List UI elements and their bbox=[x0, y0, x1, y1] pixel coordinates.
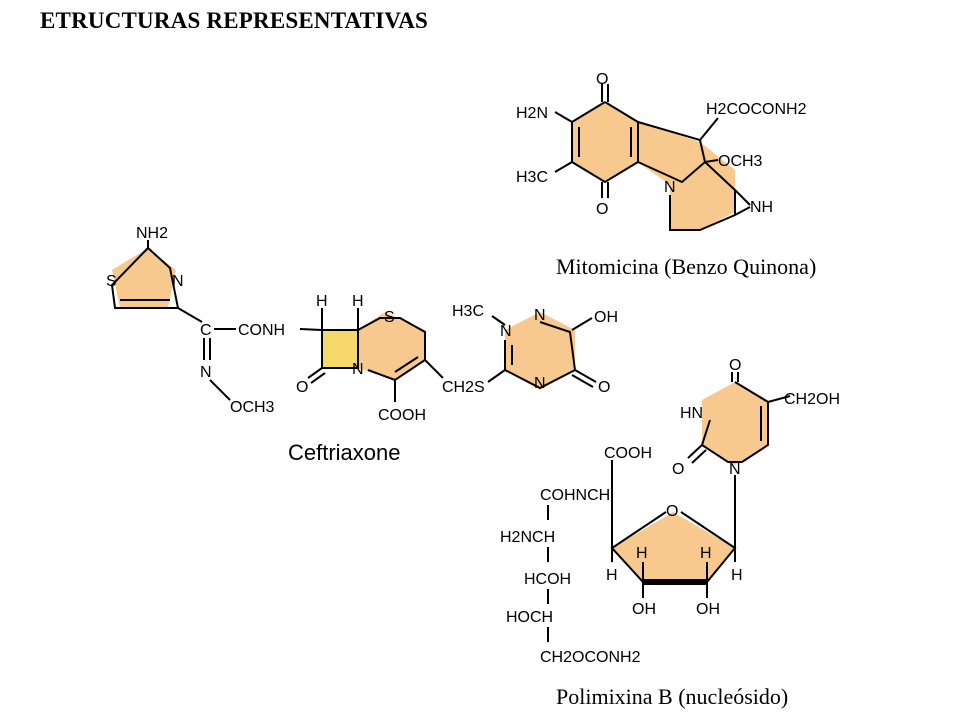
ceft-n-oxime: N bbox=[200, 364, 212, 381]
poli-o-top: O bbox=[729, 357, 741, 374]
polimixina-caption: Polimixina B (nucleósido) bbox=[556, 684, 789, 709]
ceft-h2: H bbox=[352, 293, 364, 310]
ceft-n-ring: N bbox=[352, 361, 364, 378]
mito-och3: OCH3 bbox=[718, 153, 763, 170]
poli-cohnch: COHNCH bbox=[540, 487, 610, 504]
mito-quinone-ring-fill bbox=[572, 102, 638, 182]
ceft-amide-bond bbox=[299, 328, 323, 331]
ceft-s-thiazole: S bbox=[106, 273, 117, 290]
ceft-oh: OH bbox=[594, 309, 618, 326]
mitomicina-caption: Mitomicina (Benzo Quinona) bbox=[556, 254, 817, 279]
ceft-o-lactam: O bbox=[296, 379, 308, 396]
poli-ch2oconh2: CH2OCONH2 bbox=[540, 649, 641, 666]
ceft-n-t1: N bbox=[500, 323, 512, 340]
poli-n: N bbox=[729, 461, 741, 478]
mito-aziridine-bond bbox=[734, 189, 751, 206]
ceftriaxone-caption: Ceftriaxone bbox=[288, 440, 401, 465]
poli-ch2oh-bond bbox=[767, 395, 791, 403]
poli-hoch: HOCH bbox=[506, 609, 553, 626]
poli-h-b: H bbox=[700, 545, 712, 562]
page-title: ETRUCTURAS REPRESENTATIVAS bbox=[40, 8, 428, 33]
ceft-carbonyl bbox=[310, 372, 326, 384]
ceft-thiazine-double bbox=[394, 356, 419, 373]
mito-side-bond bbox=[699, 117, 719, 141]
ceft-triazine-bonds bbox=[504, 321, 577, 390]
ceft-carbonyl bbox=[307, 367, 323, 379]
poli-hcoh: HCOH bbox=[524, 571, 571, 588]
ceft-s-triazine-bond bbox=[487, 369, 506, 383]
mito-o-top: O bbox=[596, 71, 608, 88]
ceft-n-o-bond bbox=[209, 379, 231, 401]
poli-cooh: COOH bbox=[604, 445, 652, 462]
ceft-n-t3: N bbox=[534, 375, 546, 392]
ceft-h1: H bbox=[316, 293, 328, 310]
ceft-thiazole-ring-fill bbox=[112, 248, 176, 308]
poli-oh1: OH bbox=[632, 601, 656, 618]
mito-methyl-bond bbox=[554, 161, 573, 173]
mito-n: N bbox=[664, 179, 676, 196]
poli-pyrimidine-fill bbox=[702, 382, 768, 465]
poli-oh2: OH bbox=[696, 601, 720, 618]
ceft-n-t2: N bbox=[534, 307, 546, 324]
ceft-ch2s-bond bbox=[424, 359, 444, 379]
mito-nh: NH bbox=[750, 199, 773, 216]
ceft-och3: OCH3 bbox=[230, 399, 275, 416]
ceft-beta-lactam-fill bbox=[322, 330, 358, 368]
ceft-thiazole-bonds bbox=[110, 247, 180, 309]
mito-aziridine-bond bbox=[734, 206, 751, 216]
mito-pyrrolidine-ring-fill bbox=[670, 142, 735, 230]
mito-h3c: H3C bbox=[516, 169, 548, 186]
ceft-conh: CONH bbox=[238, 322, 285, 339]
ceft-methyl-bond bbox=[491, 315, 506, 326]
mito-side-chain: H2COCONH2 bbox=[706, 101, 807, 118]
ceft-s-ring: S bbox=[384, 309, 395, 326]
ceft-co-bond bbox=[571, 374, 594, 388]
ceft-triazine-fill bbox=[505, 312, 575, 390]
ceft-o-triazine: O bbox=[598, 379, 610, 396]
ceft-h3c: H3C bbox=[452, 303, 484, 320]
poli-o-left-bond bbox=[687, 444, 703, 459]
poli-o-ring: O bbox=[666, 503, 678, 520]
poli-h2nch: H2NCH bbox=[500, 529, 555, 546]
poli-h-c: H bbox=[606, 567, 618, 584]
poli-h-a: H bbox=[636, 545, 648, 562]
ceft-co-bond bbox=[574, 369, 597, 383]
ceft-ch2s: CH2S bbox=[442, 379, 485, 396]
ceft-thz-to-c bbox=[177, 307, 203, 323]
ceft-c: C bbox=[200, 322, 212, 339]
poli-o-left-bond bbox=[691, 449, 707, 464]
mito-pyrrolidine-bonds bbox=[669, 161, 736, 231]
mito-h2n: H2N bbox=[516, 105, 548, 122]
ceft-lactam-bonds bbox=[321, 329, 359, 369]
ceft-n-thiazole: N bbox=[172, 273, 184, 290]
poli-o-left: O bbox=[672, 461, 684, 478]
poli-hn: HN bbox=[680, 405, 703, 422]
ceft-cooh: COOH bbox=[378, 407, 426, 424]
mito-o-bottom: O bbox=[596, 201, 608, 218]
mito-amine-bond bbox=[554, 111, 573, 123]
ceft-nh2: NH2 bbox=[136, 225, 168, 242]
ceft-oh-bond bbox=[571, 317, 593, 331]
poli-h-d: H bbox=[731, 567, 743, 584]
mito-och3-bond bbox=[704, 159, 719, 163]
poli-ch2oh: CH2OH bbox=[784, 391, 840, 408]
